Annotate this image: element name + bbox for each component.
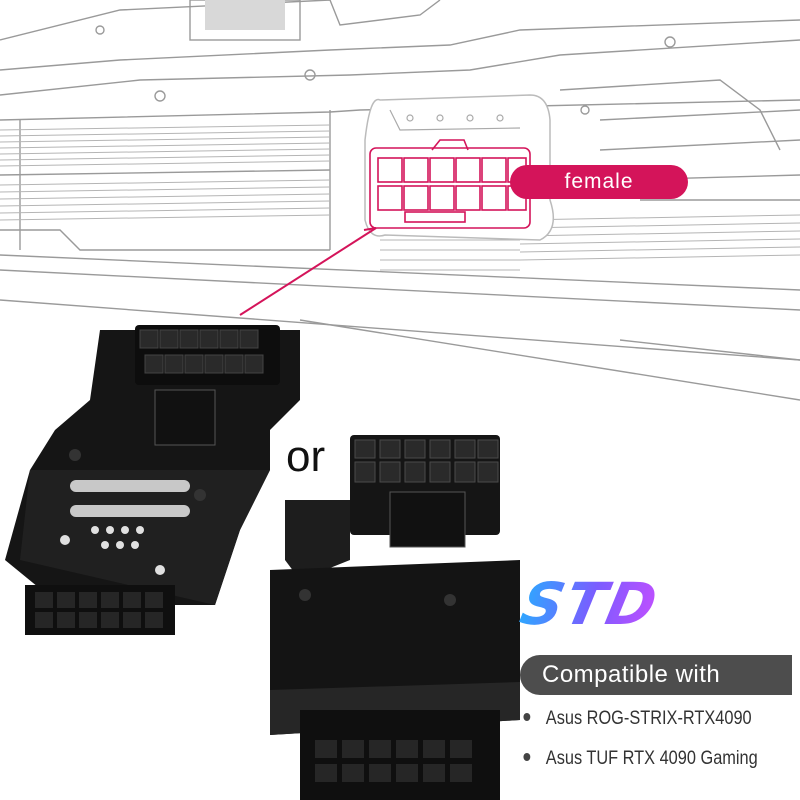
list-item: Asus TUF RTX 4090 Gaming [520,746,758,786]
magnifier-callout [239,94,555,316]
compatible-model: Asus ROG-STRIX-RTX4090 [545,708,752,729]
compatibility-list: Asus ROG-STRIX-RTX4090 Asus TUF RTX 4090… [520,706,796,786]
bullet-icon [523,713,531,722]
list-item: Asus ROG-STRIX-RTX4090 [520,706,758,746]
compatible-model: Asus TUF RTX 4090 Gaming [545,748,758,769]
adapter-left [5,325,300,635]
compatibility-heading: Compatible with [520,655,792,695]
or-separator: or [286,432,326,481]
bullet-icon [523,753,531,762]
adapter-right [270,435,520,800]
female-callout-label: female [510,165,688,199]
brand-logo: STD [515,570,689,638]
